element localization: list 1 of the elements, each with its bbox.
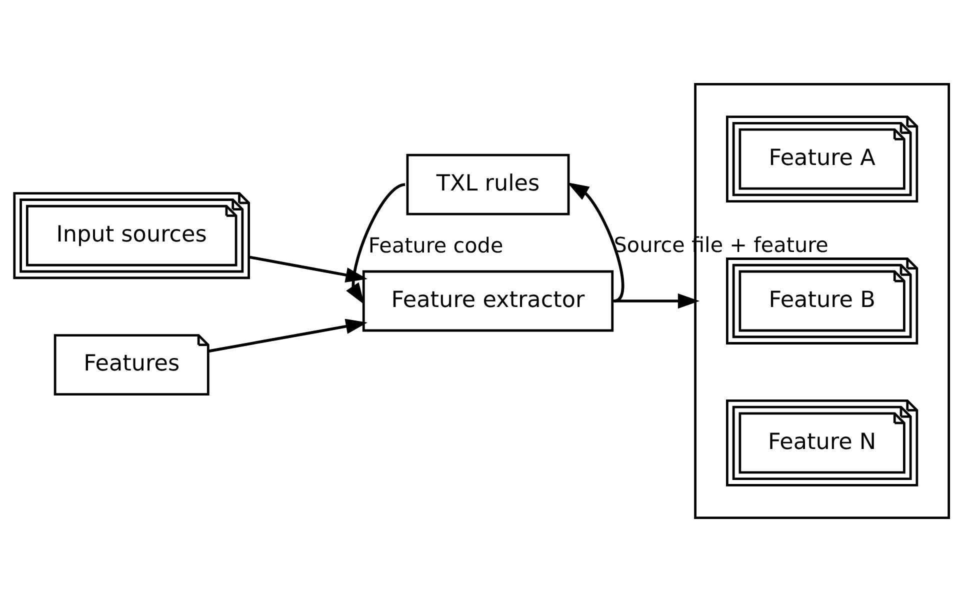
edge-label: Feature code <box>368 232 504 257</box>
